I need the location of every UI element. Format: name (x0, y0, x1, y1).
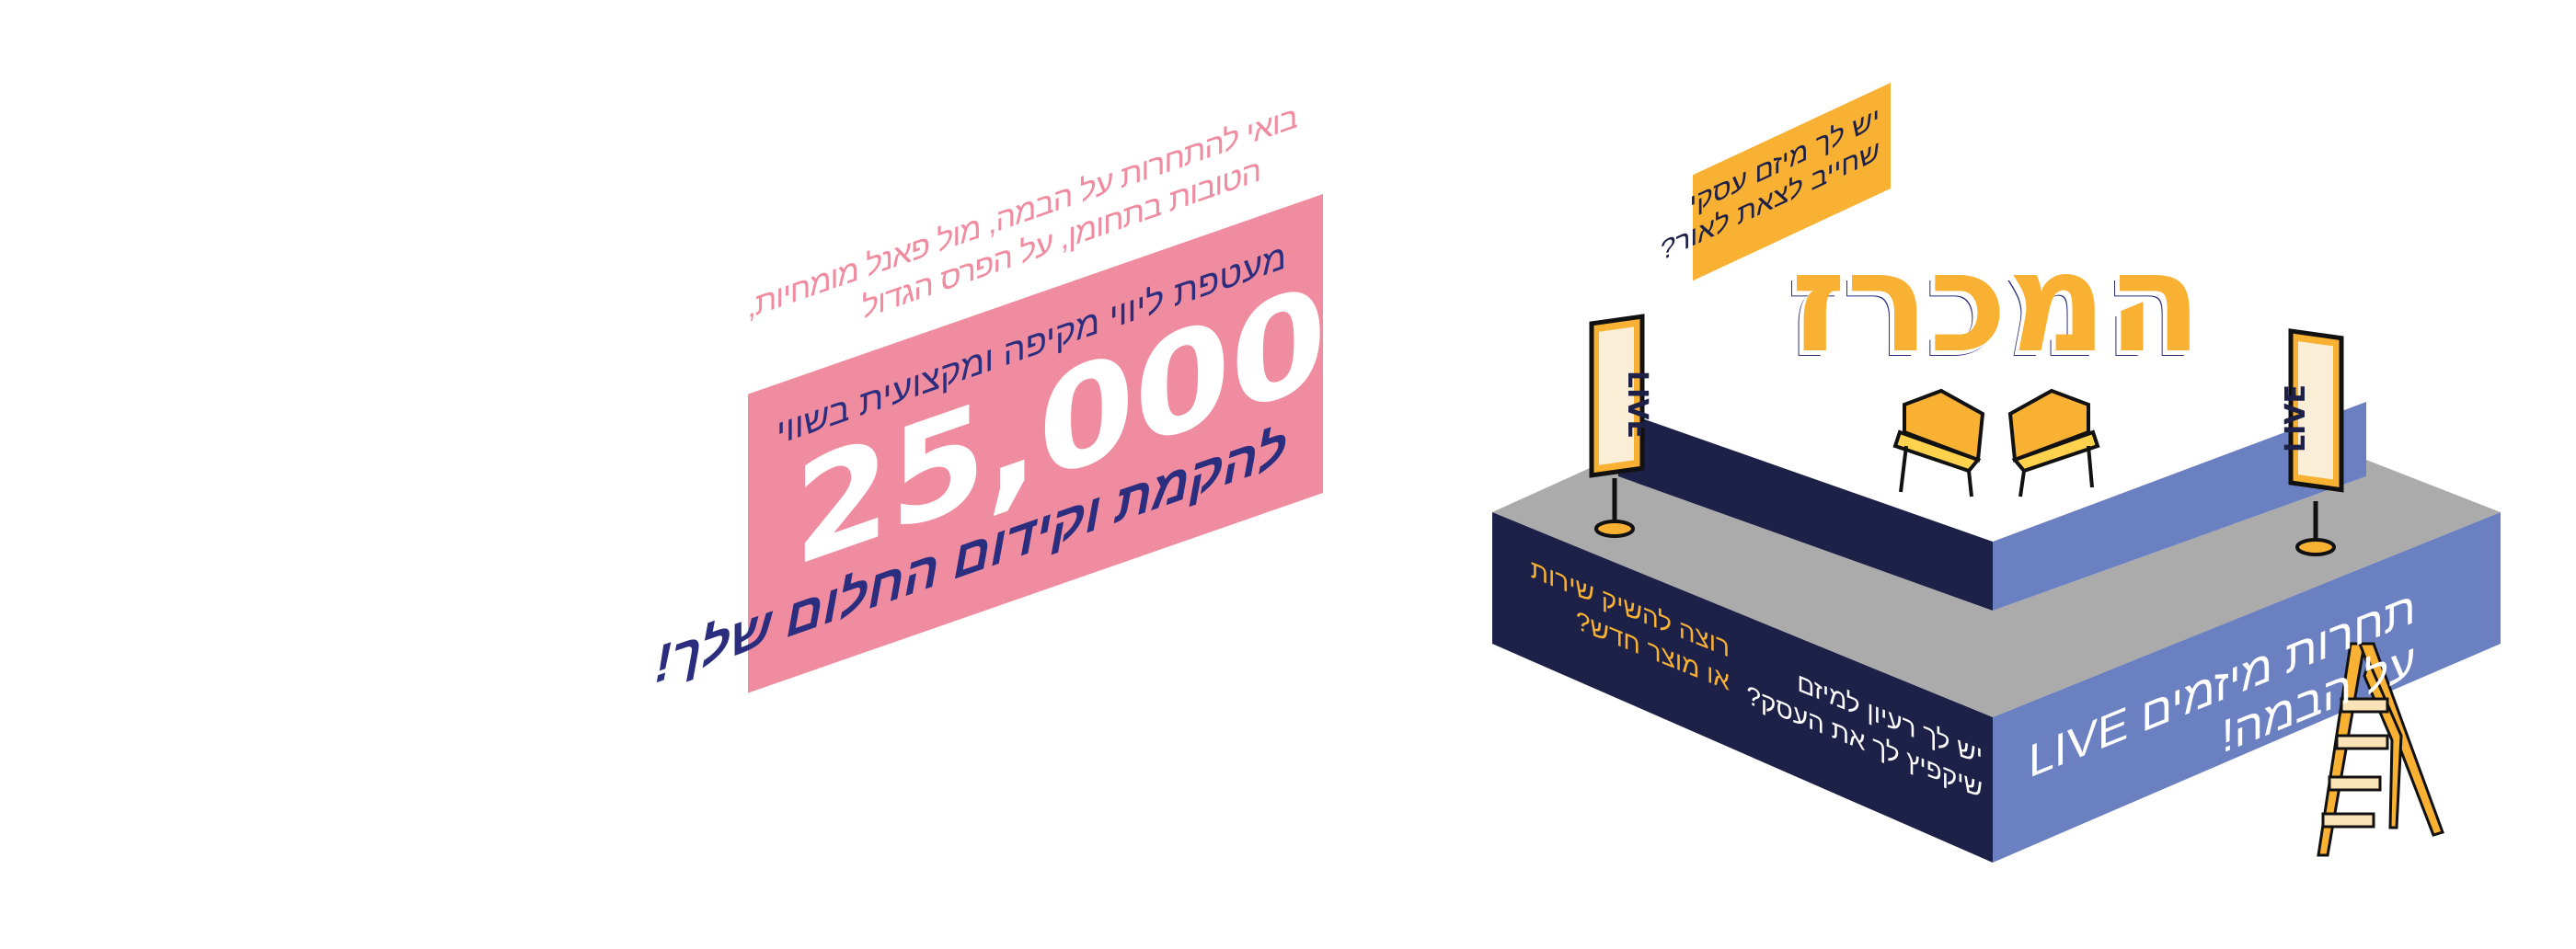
stage-lower-left-face (1492, 512, 1993, 863)
stage-upper-left-face (1618, 410, 1993, 611)
stage-upper-top (1618, 276, 2366, 542)
stage-lower-right-face (1993, 512, 2501, 863)
chair-icon (2007, 388, 2100, 497)
ladder-icon (2317, 642, 2444, 857)
live-sign-icon: LIVE (2280, 328, 2344, 556)
chair-icon (1892, 388, 1985, 497)
live-sign-label: LIVE (1621, 371, 1653, 439)
stage-ledge (1492, 455, 2501, 717)
live-sign-icon: LIVE (1589, 314, 1653, 538)
live-sign-label: LIVE (2280, 384, 2312, 452)
stage-upper-right-face (1993, 402, 2366, 611)
event-title: המכרז (1790, 223, 2202, 383)
